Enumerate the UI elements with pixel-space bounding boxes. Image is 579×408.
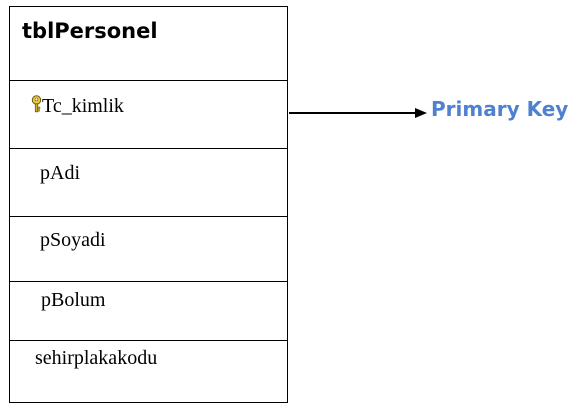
- row-divider: [10, 281, 287, 282]
- table-box: tblPersonel Tc_kimlik pAdi pSoyadi pBolu…: [9, 6, 288, 403]
- key-icon: [31, 95, 42, 113]
- row-divider: [10, 80, 287, 81]
- field-padi: pAdi: [40, 162, 80, 184]
- arrow-connector: [289, 108, 427, 118]
- field-tc-kimlik: Tc_kimlik: [42, 95, 124, 117]
- row-divider: [10, 216, 287, 217]
- field-psoyadi: pSoyadi: [40, 229, 106, 251]
- primary-key-label: Primary Key: [431, 97, 569, 121]
- table-title: tblPersonel: [22, 19, 158, 43]
- row-divider: [10, 148, 287, 149]
- field-pbolum: pBolum: [41, 289, 106, 311]
- field-sehirplakakodu: sehirplakakodu: [35, 347, 158, 369]
- row-divider: [10, 340, 287, 341]
